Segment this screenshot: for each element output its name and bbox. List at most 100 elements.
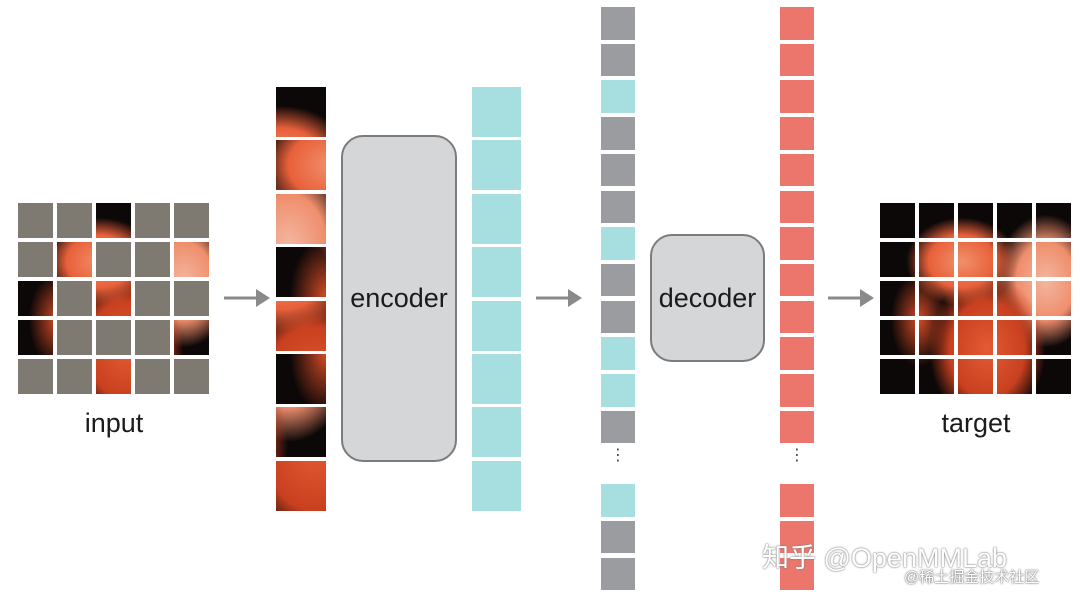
input-masked-patch	[135, 203, 170, 238]
input-masked-patch	[57, 281, 92, 316]
mask-token	[601, 300, 635, 334]
input-image-patch	[96, 203, 131, 238]
target-image-patch	[997, 320, 1032, 355]
visible-patch	[276, 354, 326, 404]
mask-token	[601, 557, 635, 590]
target-image-patch	[919, 203, 954, 238]
encoded-token	[601, 374, 635, 407]
target-image-patch	[880, 242, 915, 277]
target-label: target	[941, 408, 1011, 438]
target-image-patch	[880, 359, 915, 394]
input-masked-patch	[135, 359, 170, 394]
target-image-patch	[958, 359, 993, 394]
input-image-patch	[96, 281, 131, 316]
mask-token	[601, 43, 635, 77]
input-masked-patch	[57, 359, 92, 394]
decoded-token	[780, 80, 814, 113]
encoded-token	[472, 247, 521, 298]
encoded-token-column	[472, 87, 521, 511]
encoded-token	[472, 460, 521, 511]
encoded-token	[472, 193, 521, 244]
decoded-token	[780, 337, 814, 370]
encoded-token	[472, 140, 521, 191]
input-masked-patch	[96, 320, 131, 355]
target-image-patch	[997, 281, 1032, 316]
ellipsis: ⋮	[789, 447, 805, 465]
target-image-patch	[919, 281, 954, 316]
target-image-patch	[919, 359, 954, 394]
encoded-token	[472, 354, 521, 404]
visible-patch	[276, 247, 326, 298]
watermark-juejin: @稀土掘金技术社区	[904, 569, 1040, 586]
visible-patch	[276, 460, 326, 511]
input-image-patch	[18, 281, 53, 316]
decoded-token	[780, 374, 814, 407]
input-image-patch	[18, 320, 53, 355]
visible-patch	[276, 300, 326, 351]
encoder-block: encoder	[341, 135, 457, 462]
input-masked-patch	[135, 242, 170, 277]
decoded-token	[780, 520, 814, 554]
decoded-token	[780, 117, 814, 150]
input-label: input	[84, 408, 144, 438]
visible-patch	[276, 87, 326, 137]
input-image-patch	[96, 359, 131, 394]
target-image-patch	[997, 203, 1032, 238]
input-image-patch	[174, 242, 209, 277]
input-image-patch	[174, 320, 209, 355]
input-masked-patch	[18, 203, 53, 238]
target-image-patch	[880, 320, 915, 355]
mask-token	[601, 263, 635, 297]
target-image-patch	[1036, 320, 1071, 355]
visible-patch	[276, 140, 326, 191]
decoded-token-column: ⋮	[780, 7, 814, 592]
decoded-token	[780, 190, 814, 223]
encoded-token	[472, 87, 521, 137]
visible-patch	[276, 407, 326, 458]
visible-patch-column	[276, 87, 326, 511]
input-masked-patch	[174, 359, 209, 394]
arrow-right-icon	[536, 289, 582, 307]
input-image-patch	[57, 242, 92, 277]
encoded-token	[601, 337, 635, 370]
encoder-label: encoder	[350, 283, 448, 313]
target-image-patch	[1036, 203, 1071, 238]
target-image-patch	[880, 281, 915, 316]
input-masked-patch	[174, 281, 209, 316]
target-image-patch	[958, 320, 993, 355]
decoded-token	[780, 410, 814, 444]
decoder-block: decoder	[650, 234, 765, 362]
decoded-token	[780, 300, 814, 334]
watermark-zhihu: 知乎 @OpenMMLab	[762, 543, 1007, 573]
mask-token	[601, 190, 635, 223]
decoded-token	[780, 227, 814, 260]
decoder-label: decoder	[658, 282, 757, 313]
decoded-token	[780, 263, 814, 297]
encoded-token	[601, 80, 635, 113]
input-masked-patch	[135, 281, 170, 316]
decoded-token	[780, 43, 814, 77]
target-image-patch	[997, 242, 1032, 277]
target-image-patch	[919, 320, 954, 355]
encoded-token	[601, 227, 635, 260]
target-image-patch	[1036, 281, 1071, 316]
encoded-token	[472, 300, 521, 351]
decoded-token	[780, 153, 814, 187]
mask-token	[601, 117, 635, 150]
decoded-token	[780, 7, 814, 40]
target-patch-grid	[880, 203, 1072, 395]
input-masked-patch	[174, 203, 209, 238]
input-masked-patch	[18, 242, 53, 277]
target-image-patch	[1036, 359, 1071, 394]
target-image-patch	[880, 203, 915, 238]
target-image-patch	[997, 359, 1032, 394]
mask-token	[601, 153, 635, 187]
mask-token	[601, 7, 635, 40]
encoded-token	[472, 407, 521, 458]
target-image-patch	[1036, 242, 1071, 277]
target-image-patch	[958, 203, 993, 238]
input-masked-patch	[96, 242, 131, 277]
target-image-patch	[958, 242, 993, 277]
full-token-sequence: ⋮	[601, 7, 635, 592]
mask-token	[601, 520, 635, 554]
